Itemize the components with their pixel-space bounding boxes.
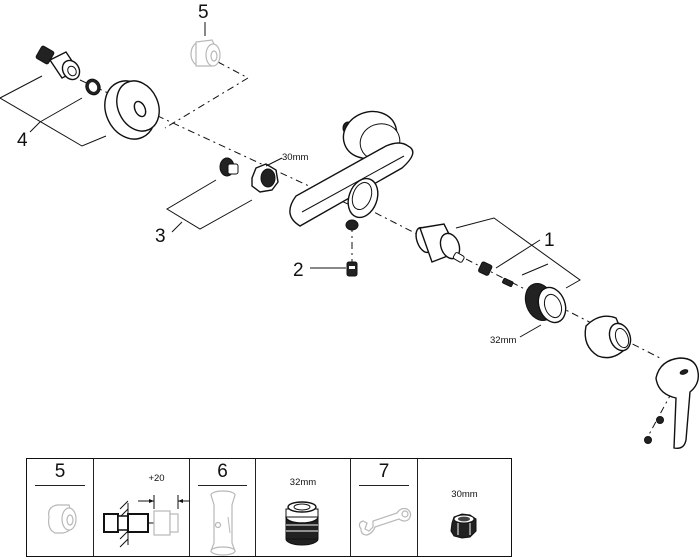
exploded-diagram: 5 4 3 30mm [0,2,700,450]
callout-3: 3 [155,226,166,247]
legend-label-plus20: +20 [148,473,165,484]
union-nut-icon [450,513,477,539]
callout-1: 1 [544,230,555,251]
wrench-icon [358,507,412,536]
union-nut-part [251,163,279,193]
legend-label-30mm: 30mm [451,489,478,500]
cartridge-part [415,223,465,263]
callout-1-bracket-mid [521,263,549,276]
callout-3-bracket [166,179,253,230]
legend-cell-cartridge-tool: 6 [190,459,256,556]
cartridge-tool-icon [210,490,236,556]
handle-screw-part [644,416,664,444]
extension-piece-part [190,39,221,67]
legend-table: 5 +20 [26,458,512,557]
dim-32mm-label: 32mm [490,335,516,346]
legend-label-32mm: 32mm [289,477,317,488]
legend-rule [359,485,409,486]
legend-number-6: 6 [217,461,228,482]
check-valve-part [219,157,239,177]
legend-cell-bonnet-nut: 32mm [256,459,351,556]
legend-cell-extension: 5 [27,459,94,556]
dim-30mm-label: 30mm [282,152,308,163]
callout-4-leader [29,121,41,133]
bonnet-nut-icon [285,501,319,546]
legend-number-5: 5 [54,461,66,482]
axis-line-left [79,79,351,206]
callout-4-bracket-inner [39,97,83,123]
callout-1-leader [495,239,541,269]
legend-rule [198,485,247,486]
dim-32mm-leader [519,324,542,338]
bonnet-nut-part [524,283,567,324]
mixer-body-part [289,110,414,231]
callout-1-bracket [455,217,581,289]
dim-30mm-leader [265,157,283,167]
outlet-plug-part [346,261,358,277]
axis-line-right [359,204,661,359]
callout-2: 2 [293,260,304,281]
lever-handle-part [655,357,700,450]
callout-4: 4 [17,130,28,151]
extension-piece-icon [48,504,77,534]
legend-cell-wrench: 7 [351,459,418,556]
adapter-part [478,261,493,276]
axis-line-extension [217,61,249,79]
washer-part [85,78,101,96]
legend-cell-extension-install: +20 [94,459,190,556]
legend-cell-union-nut: 30mm [418,459,511,556]
legend-rule [35,485,85,486]
callout-5: 5 [198,2,209,23]
extension-install-icon [103,495,190,548]
axis-line-handle-screw [645,391,673,441]
cover-sleeve-part [584,315,632,359]
screw-part [502,277,514,288]
callout-3-leader [171,221,183,233]
s-union-part [35,45,81,81]
legend-number-7: 7 [378,461,390,482]
escutcheon-part [104,80,160,140]
axis-line-extension-2 [164,77,249,129]
